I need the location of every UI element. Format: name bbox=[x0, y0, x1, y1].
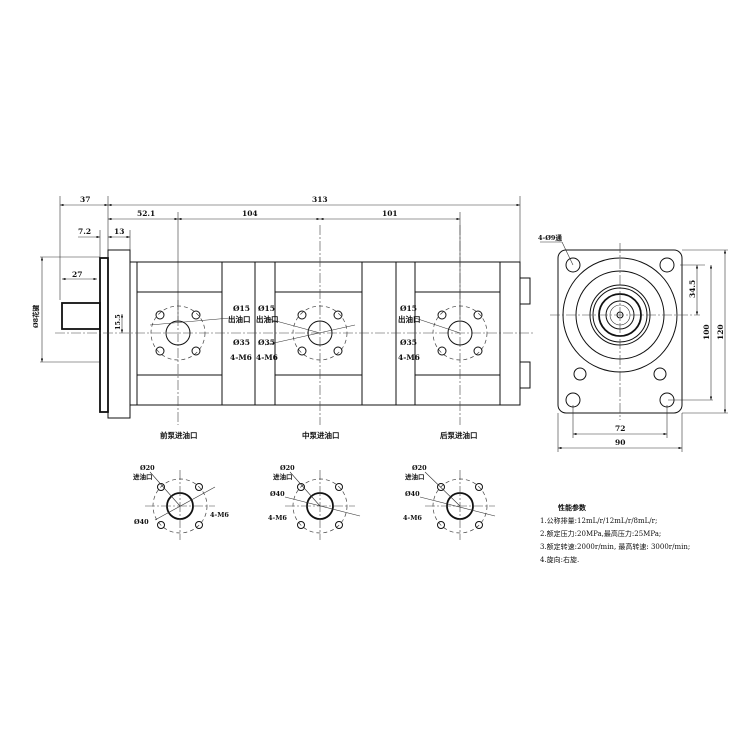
inlet-port-1: 前泵进油口 Ø20 进油口 Ø40 4-M6 bbox=[133, 430, 229, 540]
dim-100: 100 bbox=[702, 324, 711, 340]
spec-item: 2.额定压力:20MPa,最高压力:25MPa; bbox=[540, 529, 661, 538]
dim-15-5: 15.5 bbox=[114, 314, 122, 330]
outlet-label-3: 出油口 bbox=[398, 314, 421, 324]
dim-7-2: 7.2 bbox=[78, 227, 91, 236]
outlet-bore-3: Ø35 bbox=[400, 338, 417, 347]
specs-title: 性能参数 bbox=[558, 503, 587, 512]
inlet-bore-1: Ø40 bbox=[134, 518, 149, 526]
pump-body bbox=[129, 261, 521, 406]
inlet-thread-3: 4-M6 bbox=[403, 514, 422, 522]
dim-13: 13 bbox=[114, 227, 124, 236]
outlet-thread-3: 4-M6 bbox=[398, 353, 420, 362]
side-view: 4-Ø9通 34.5 100 120 72 90 bbox=[538, 233, 728, 452]
outlet-port-1: Ø15 出油口 Ø35 4-M6 bbox=[149, 304, 252, 362]
outlet-thread-2: 4-M6 bbox=[256, 353, 278, 362]
outlet-thread-1: 4-M6 bbox=[230, 353, 252, 362]
performance-specs: 性能参数 1.公称排量:12mL/r/12mL/r/8mL/r; 2.额定压力:… bbox=[540, 503, 690, 564]
inlet-dia-3: Ø20 bbox=[412, 464, 427, 472]
spec-item: 4.旋向:右旋. bbox=[540, 555, 579, 564]
inlet-thread-1: 4-M6 bbox=[210, 511, 229, 519]
outlet-bore-2: Ø35 bbox=[258, 338, 275, 347]
inlet-dia-2: Ø20 bbox=[280, 464, 295, 472]
outlet-dia-3: Ø15 bbox=[400, 304, 417, 313]
outlet-dia-2: Ø15 bbox=[258, 304, 275, 313]
outlet-port-2: Ø15 出油口 Ø35 4-M6 bbox=[256, 304, 356, 362]
outlet-label-1: 出油口 bbox=[228, 314, 251, 324]
inlet-label-1: 进油口 bbox=[133, 472, 153, 481]
inlet-bore-2: Ø40 bbox=[270, 490, 285, 498]
dim-313: 313 bbox=[312, 195, 328, 204]
dim-104: 104 bbox=[242, 209, 258, 218]
mount-plate bbox=[99, 257, 109, 413]
dim-72: 72 bbox=[615, 424, 625, 433]
side-hole-label: 4-Ø9通 bbox=[538, 233, 562, 242]
dim-37: 37 bbox=[80, 195, 90, 204]
dim-90: 90 bbox=[615, 438, 625, 447]
spec-item: 1.公称排量:12mL/r/12mL/r/8mL/r; bbox=[540, 516, 657, 525]
outlet-dia-1: Ø15 bbox=[233, 304, 250, 313]
pump-front-view bbox=[55, 225, 535, 425]
dim-27: 27 bbox=[72, 270, 82, 279]
dim-34-5: 34.5 bbox=[688, 280, 697, 298]
outlet-label-2: 出油口 bbox=[256, 314, 279, 324]
flange bbox=[107, 249, 131, 419]
dim-shaft-diameter: Ø8花键 bbox=[31, 304, 40, 328]
inlet-thread-2: 4-M6 bbox=[268, 514, 287, 522]
outlet-bore-1: Ø35 bbox=[233, 338, 250, 347]
inlet-title-3: 后泵进油口 bbox=[440, 430, 478, 440]
inlet-title-1: 前泵进油口 bbox=[160, 430, 198, 440]
inlet-label-3: 进油口 bbox=[405, 472, 425, 481]
dim-52-1: 52.1 bbox=[137, 209, 155, 218]
inlet-port-2: 中泵进油口 Ø20 进油口 Ø40 4-M6 bbox=[268, 430, 361, 540]
shaft bbox=[61, 302, 101, 330]
spec-item: 3.额定转速:2000r/min, 最高转速: 3000r/min; bbox=[540, 542, 690, 551]
inlet-dia-1: Ø20 bbox=[140, 464, 155, 472]
inlet-label-2: 进油口 bbox=[273, 472, 293, 481]
inlet-title-2: 中泵进油口 bbox=[302, 430, 340, 440]
dim-101: 101 bbox=[382, 209, 398, 218]
dim-120: 120 bbox=[716, 324, 725, 340]
inlet-bore-3: Ø40 bbox=[405, 490, 420, 498]
outlet-port-3: Ø15 出油口 Ø35 4-M6 bbox=[398, 304, 488, 362]
inlet-port-3: 后泵进油口 Ø20 进油口 Ø40 4-M6 bbox=[403, 430, 496, 540]
